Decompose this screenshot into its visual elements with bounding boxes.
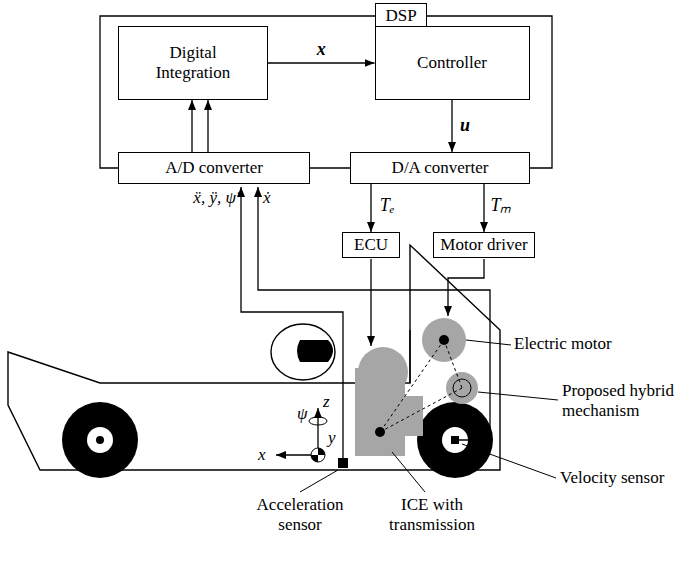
axis-label: ψ — [297, 404, 308, 424]
signal-name: u — [458, 116, 472, 136]
signal-connector — [451, 100, 452, 152]
converter-box: D/A converter — [350, 152, 530, 184]
cab-line — [409, 330, 410, 383]
engine-head — [358, 347, 408, 397]
leader-lines — [300, 340, 558, 492]
signal-connector — [191, 100, 192, 152]
ecu-signal-arrow — [370, 259, 371, 346]
motor-shaft — [439, 335, 449, 345]
axis-label: z — [323, 392, 330, 412]
signal-connector — [310, 167, 350, 168]
driver-box: Motor driver — [433, 232, 535, 258]
axis-label: y — [328, 428, 336, 448]
signal-connector — [100, 16, 375, 168]
process-box: Digital Integration — [118, 26, 268, 100]
box-label: D/A converter — [392, 158, 489, 178]
wheel-axle — [96, 436, 104, 444]
velocity-sensor — [451, 436, 459, 444]
converter-box: A/D converter — [118, 152, 310, 184]
belt-lines — [380, 340, 462, 432]
engine-shaft — [375, 427, 385, 437]
part-name: Velocity sensor — [560, 468, 664, 488]
driver-helmet — [271, 324, 335, 380]
signal-name: x — [315, 40, 328, 60]
acceleration-signal-wire — [241, 187, 343, 458]
signal-name: Tₑ — [378, 196, 397, 216]
helmet-visor — [297, 340, 333, 362]
motor-signal-arrow — [448, 259, 484, 316]
front-wheel — [62, 402, 138, 478]
part-name: ICE with transmission — [375, 495, 489, 534]
part-name: Proposed hybrid mechanism — [562, 381, 684, 420]
velocity-signal-wire — [258, 187, 490, 440]
signal-name: ẍ, ÿ, ψ̈ — [136, 188, 236, 208]
signal-name: ẋ — [263, 188, 271, 208]
signal-connector — [483, 184, 484, 232]
box-label: Motor driver — [440, 235, 527, 255]
box-label: DSP — [385, 6, 416, 26]
acceleration-sensor — [338, 458, 348, 468]
signal-name: Tₘ — [488, 196, 513, 216]
signal-connector — [207, 100, 208, 152]
box-label: A/D converter — [165, 158, 263, 178]
transmission — [405, 396, 423, 436]
signal-connector — [370, 184, 371, 232]
signal-connector — [268, 62, 375, 63]
box-label: ECU — [354, 235, 388, 255]
box-label: Digital Integration — [143, 43, 243, 82]
part-name: Electric motor — [514, 334, 612, 354]
wheel-hub — [87, 427, 113, 453]
box-label: Controller — [417, 53, 487, 73]
axis-label: x — [258, 445, 266, 465]
process-box: Controller — [375, 26, 530, 100]
part-name: Acceleration sensor — [240, 495, 360, 534]
ecu-box: ECU — [342, 232, 400, 258]
electric-motor — [422, 318, 466, 362]
